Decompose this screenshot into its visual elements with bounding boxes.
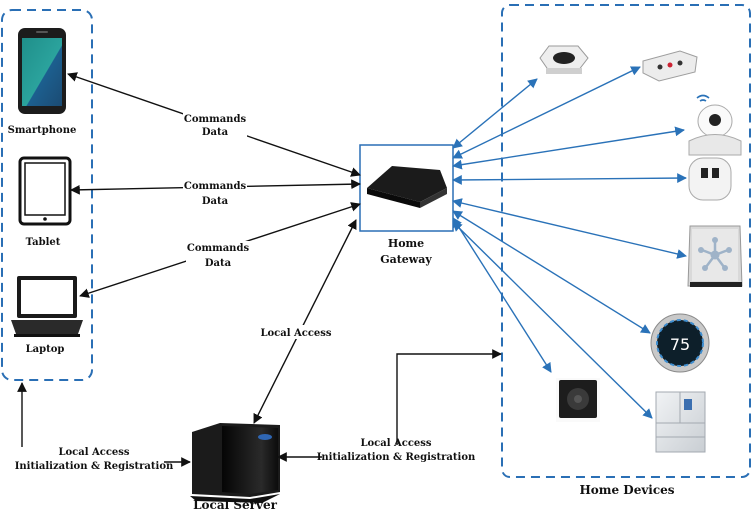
- edge-label-left-init-registration: Initialization & Registration: [15, 461, 174, 472]
- gateway-label-line1: Home: [388, 237, 424, 250]
- local-server-label: Local Server: [193, 498, 277, 512]
- laptop-label: Laptop: [26, 344, 65, 355]
- edge-label-laptop-data: Data: [205, 258, 232, 269]
- smart-fridge-icon: [655, 391, 706, 453]
- smartphone-label: Smartphone: [8, 125, 77, 136]
- arrow-to-home-devices: [396, 349, 502, 445]
- arrow-gateway-smart-fridge: [452, 221, 653, 419]
- home-gateway-icon: [359, 144, 454, 232]
- home-devices-label: Home Devices: [579, 483, 674, 497]
- arrow-gateway-thermostat: [452, 210, 651, 334]
- thermostat-icon: 75: [650, 313, 710, 373]
- arrow-gateway-ip-camera: [452, 126, 685, 170]
- edge-label-right-local-access: Local Access: [360, 438, 431, 449]
- edge-label-smartphone-commands: Commands: [184, 114, 247, 125]
- edge-label-right-init-registration: Initialization & Registration: [317, 452, 476, 463]
- smartphone-icon: [18, 28, 66, 114]
- laptop-icon: [11, 276, 83, 337]
- arrow-gateway-sensor-hub: [452, 66, 641, 159]
- smart-lock-icon: [556, 378, 600, 422]
- edge-label-smartphone-data: Data: [202, 127, 229, 138]
- edge-label-tablet-data: Data: [202, 196, 229, 207]
- arrow-gateway-smart-hub: [452, 198, 687, 259]
- arrow-gateway-smart-plug: [452, 173, 687, 185]
- tablet-icon: [18, 156, 72, 226]
- thermostat-temperature: 75: [670, 335, 690, 354]
- smart-plug-icon: [688, 157, 732, 201]
- edge-label-tablet-commands: Commands: [184, 181, 247, 192]
- tablet-label: Tablet: [26, 237, 61, 248]
- edge-label-server-local-access: Local Access: [260, 328, 331, 339]
- sensor-hub-icon: [642, 50, 698, 82]
- dome-camera-icon: [539, 45, 589, 74]
- client-devices-group: [1, 9, 93, 381]
- smart-hub-icon: [687, 225, 743, 287]
- edge-label-laptop-commands: Commands: [187, 243, 250, 254]
- gateway-label-line2: Gateway: [380, 253, 432, 266]
- edge-label-left-local-access: Local Access: [58, 447, 129, 458]
- ip-camera-icon: [688, 94, 742, 156]
- local-server-icon: [190, 423, 280, 503]
- arrow-server-gateway: [253, 219, 357, 424]
